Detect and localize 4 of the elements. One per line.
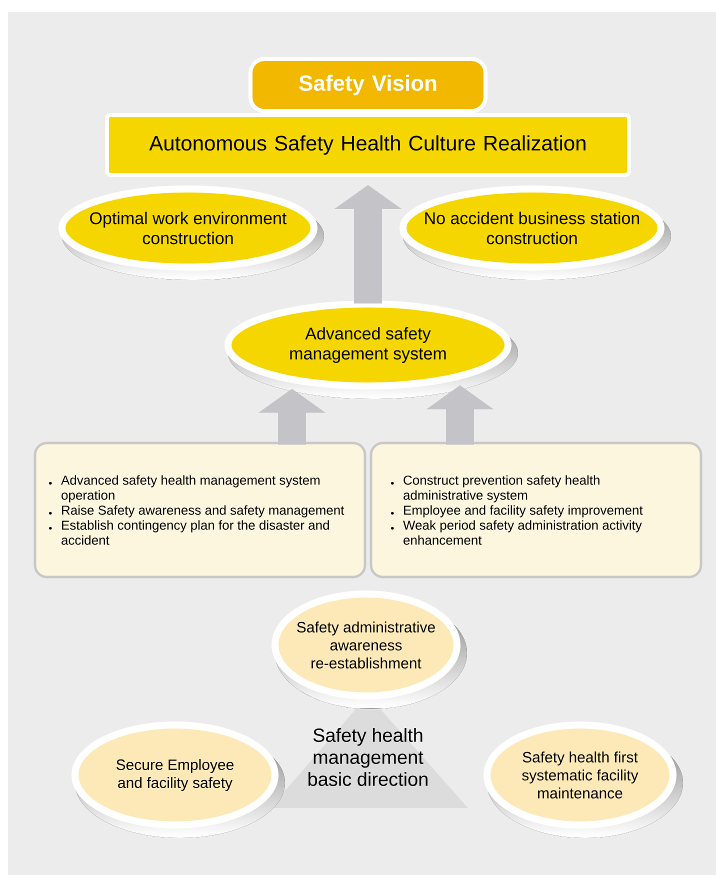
title-banner: Safety Vision [248, 57, 488, 113]
heading-banner: Autonomous Safety Health Culture Realization [105, 113, 631, 177]
bullet-list-box: Advanced safety health management system operation Raise Safety awareness and safety management Establish contingency plan for the disaster and accident [34, 442, 366, 578]
bullet-list-box: Construct prevention safety health administrative system Employee and facility safety improvement Weak period safety administration activity enhancement [370, 442, 702, 578]
